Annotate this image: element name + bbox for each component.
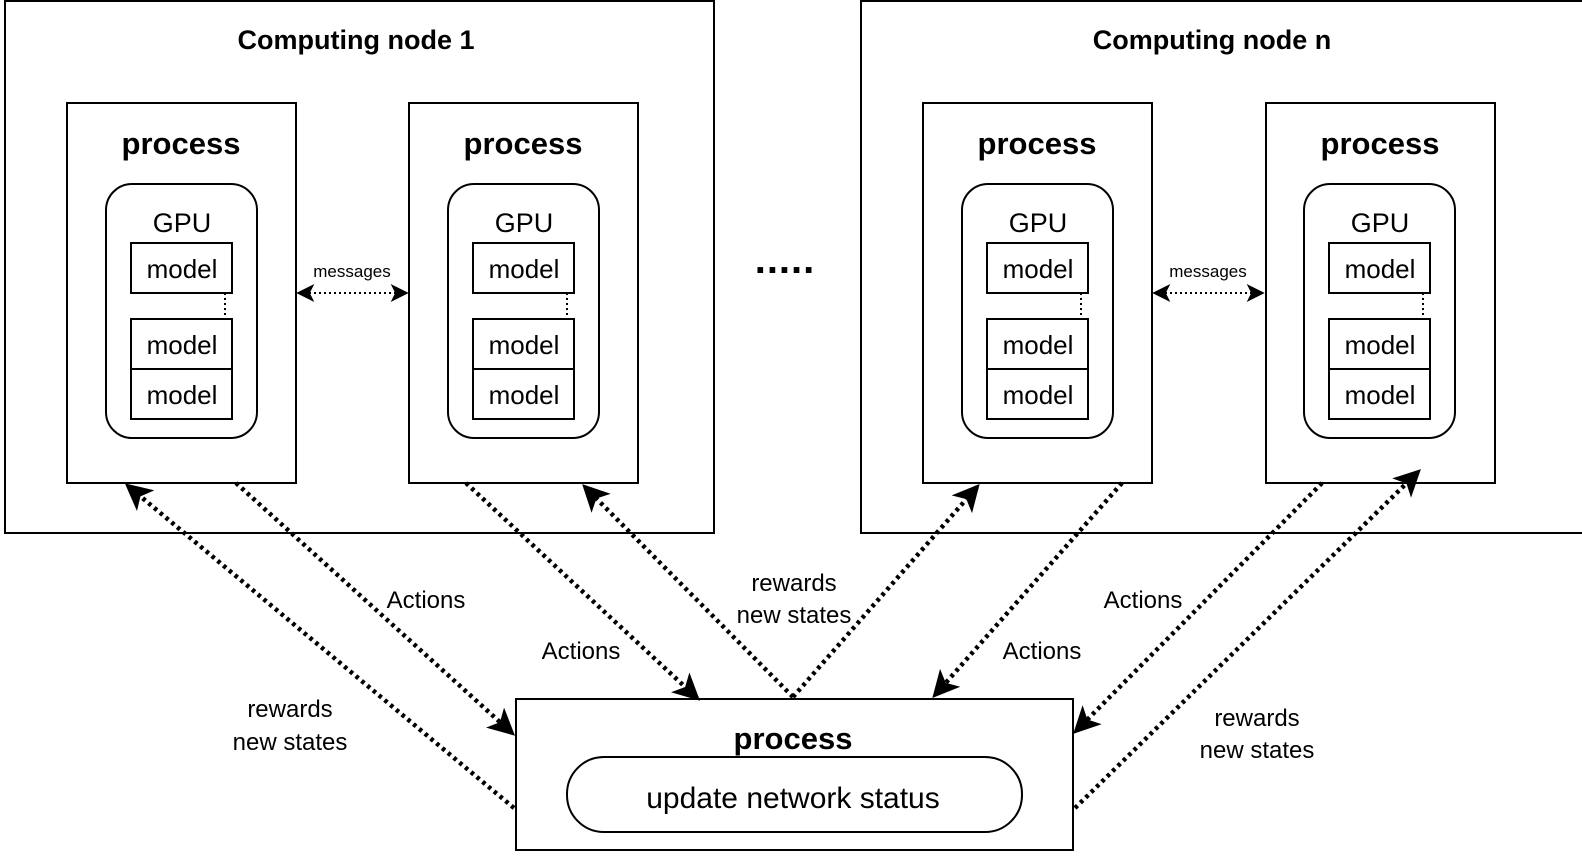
computing-node-n-frame bbox=[860, 0, 1582, 534]
model-nb-1 bbox=[1328, 242, 1431, 294]
model-nb-1-label: model bbox=[1345, 254, 1416, 284]
process-1a-frame bbox=[66, 102, 297, 484]
model-1a-1 bbox=[130, 242, 233, 294]
update-network-status-frame bbox=[566, 756, 1023, 833]
model-1b-2-label: model bbox=[489, 330, 560, 360]
model-1b-3-label: model bbox=[489, 380, 560, 410]
model-na-3 bbox=[986, 368, 1089, 420]
actions-arrow-from-process-1b bbox=[464, 481, 700, 701]
actions-arrow-from-process-nb bbox=[1073, 481, 1324, 734]
model-1a-3 bbox=[130, 368, 233, 420]
process-na-title: process bbox=[978, 126, 1097, 161]
messages-label-1: messages bbox=[313, 262, 390, 281]
rewards-label-mid-line1: rewards bbox=[751, 570, 836, 597]
central-process: process update network status bbox=[515, 698, 1074, 851]
central-process-frame bbox=[515, 698, 1074, 851]
gpu-1a-label: GPU bbox=[153, 208, 212, 238]
process-nb-frame bbox=[1265, 102, 1496, 484]
actions-label-3: Actions bbox=[1104, 587, 1183, 614]
model-na-1 bbox=[986, 242, 1089, 294]
model-nb-3 bbox=[1328, 368, 1431, 420]
model-1b-1 bbox=[472, 242, 575, 294]
gpu-1b-label: GPU bbox=[495, 208, 554, 238]
gpu-1a-frame bbox=[105, 183, 258, 439]
model-nb-2-label: model bbox=[1345, 330, 1416, 360]
process-nb-title: process bbox=[1321, 126, 1440, 161]
central-process-title: process bbox=[734, 721, 853, 756]
rewards-label-right-line2: new states bbox=[1200, 737, 1315, 764]
model-na-2-label: model bbox=[1003, 330, 1074, 360]
actions-label-2: Actions bbox=[542, 638, 621, 665]
gpu-1b-frame bbox=[447, 183, 600, 439]
gpu-na-frame bbox=[961, 183, 1114, 439]
process-box-1a: process GPU model model model bbox=[66, 102, 297, 484]
model-na-1-label: model bbox=[1003, 254, 1074, 284]
computing-node-n: Computing node n process GPU model model… bbox=[860, 0, 1582, 534]
model-1b-1-label: model bbox=[489, 254, 560, 284]
model-na-3-label: model bbox=[1003, 380, 1074, 410]
process-1a-title: process bbox=[122, 126, 241, 161]
rewards-label-mid-line2: new states bbox=[737, 602, 852, 629]
process-1b-title: process bbox=[464, 126, 583, 161]
process-na-frame bbox=[922, 102, 1153, 484]
rewards-arrow-to-process-1a bbox=[124, 483, 516, 810]
model-1a-1-label: model bbox=[147, 254, 218, 284]
process-box-na: process GPU model model model bbox=[922, 102, 1153, 484]
actions-label-1: Actions bbox=[387, 587, 466, 614]
node-ellipsis: ..... bbox=[755, 238, 816, 282]
process-1b-frame bbox=[408, 102, 639, 484]
model-1a-3-label: model bbox=[147, 380, 218, 410]
computing-node-1: Computing node 1 process GPU model model… bbox=[4, 0, 715, 534]
rewards-label-left-line1: rewards bbox=[247, 696, 332, 723]
process-box-1b: process GPU model model model bbox=[408, 102, 639, 484]
update-network-status-label: update network status bbox=[646, 782, 940, 815]
model-1a-2-label: model bbox=[147, 330, 218, 360]
model-1b-3 bbox=[472, 368, 575, 420]
model-nb-3-label: model bbox=[1345, 380, 1416, 410]
computing-node-1-frame bbox=[4, 0, 715, 534]
process-box-nb: process GPU model model model bbox=[1265, 102, 1496, 484]
rewards-arrow-to-process-nb bbox=[1073, 469, 1421, 810]
gpu-nb-label: GPU bbox=[1351, 208, 1410, 238]
computing-node-1-title: Computing node 1 bbox=[238, 25, 475, 55]
messages-label-n: messages bbox=[1169, 262, 1246, 281]
actions-arrow-from-process-1a bbox=[234, 481, 516, 736]
rewards-arrow-to-process-na bbox=[791, 483, 980, 699]
actions-label-4: Actions bbox=[1003, 638, 1082, 665]
computing-node-n-title: Computing node n bbox=[1093, 25, 1331, 55]
gpu-na-label: GPU bbox=[1009, 208, 1068, 238]
rewards-label-right-line1: rewards bbox=[1214, 705, 1299, 732]
rewards-label-left-line2: new states bbox=[233, 729, 348, 756]
actions-arrow-from-process-na bbox=[932, 481, 1124, 699]
gpu-nb-frame bbox=[1303, 183, 1456, 439]
